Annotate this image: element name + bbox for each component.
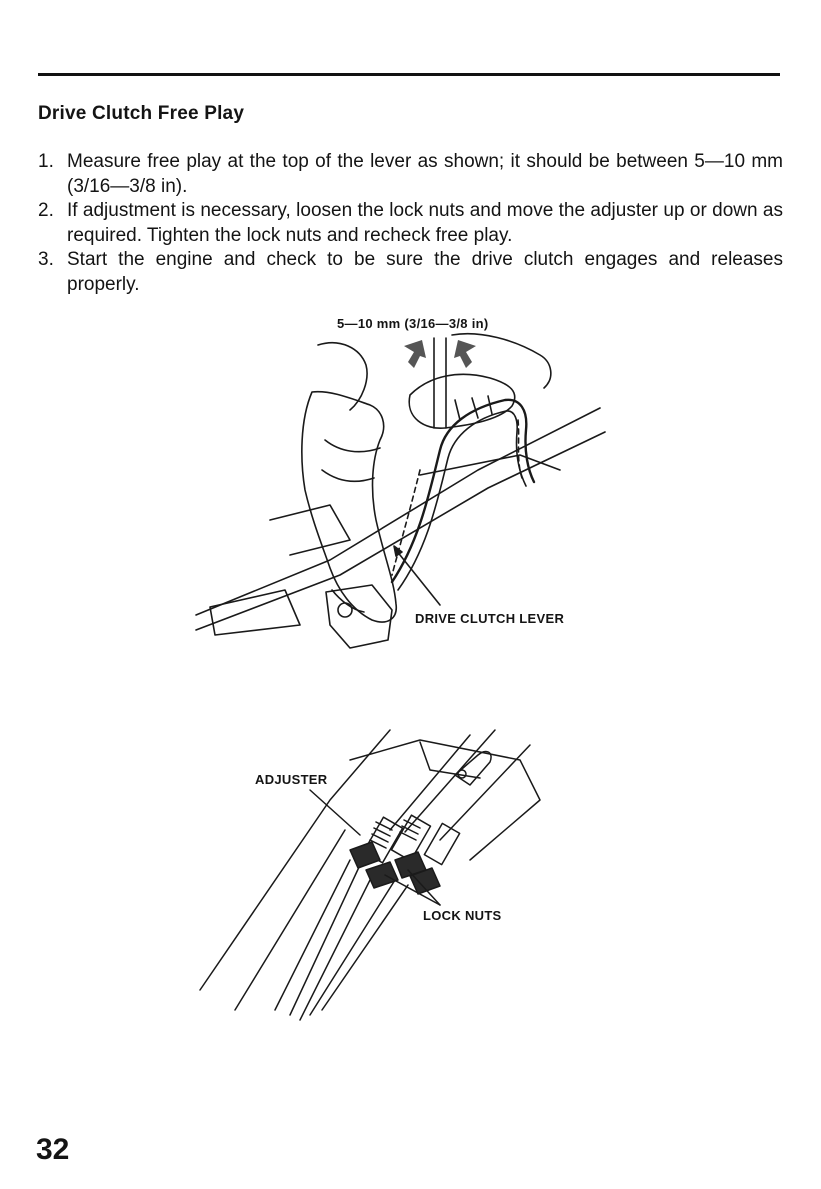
drive-clutch-lever-label: DRIVE CLUTCH LEVER [415,611,565,626]
step-number: 3. [38,249,54,270]
free-play-arrow-right [454,340,476,368]
finger-line [324,439,381,453]
free-play-arrow-left [404,340,426,368]
clevis-end [454,750,492,786]
step-number: 1. [38,151,54,172]
lock-nuts-label-leader [384,874,441,906]
cable-line [274,859,351,1011]
step-item: 1. Measure free play at the top of the l… [38,150,783,199]
drive-clutch-lever [397,410,527,591]
lock-nut [409,867,441,895]
cable-line [309,879,396,1016]
bracket-outline [349,739,541,861]
finger-line [454,395,493,421]
lever-label-leader [395,549,441,606]
page-number: 32 [36,1133,70,1166]
adjuster-label-leader [309,789,361,836]
cable-line [439,744,531,841]
step-item: 3. Start the engine and check to be sure… [38,248,783,297]
frame-tube-line [195,431,606,631]
cable-line [289,864,361,1016]
frame-edge-line [199,729,391,991]
finger-line [321,469,375,483]
clevis-pin [457,769,467,779]
leader-arrowhead [393,545,403,557]
lever-hand [408,373,516,429]
adjuster-body [423,822,461,866]
finger-line [331,589,365,613]
pivot-bolt [337,602,353,618]
step-text: Measure free play at the top of the leve… [67,151,783,197]
section-title: Drive Clutch Free Play [38,103,245,124]
cable-line [321,884,409,1011]
lever-dashed-position [391,469,421,576]
adjuster-label: ADJUSTER [255,772,328,787]
step-number: 2. [38,200,54,221]
cable-line [389,734,471,831]
step-item: 2. If adjustment is necessary, loosen th… [38,199,783,248]
lever-grip-hand [301,390,397,623]
sleeve-outline [451,332,552,389]
lock-nut [365,861,399,889]
adjuster-body [390,814,432,862]
cable-line [404,729,496,833]
frame-edge-line [234,829,346,1011]
frame-tube-line [419,454,561,476]
lock-nuts-label: LOCK NUTS [423,908,502,923]
step-text: Start the engine and check to be sure th… [67,249,783,295]
cable-line [299,869,376,1021]
sleeve-outline [317,341,368,411]
frame-bracket [269,504,351,556]
lock-nut [349,841,381,869]
instruction-steps: 1. Measure free play at the top of the l… [38,150,783,297]
lever-dashed-position [517,419,523,479]
frame-tube-line [195,407,601,616]
bracket-outline [419,741,481,779]
drive-clutch-lever [390,398,536,584]
free-play-label: 5—10 mm (3/16—3/8 in) [337,316,489,331]
frame-bracket [209,589,301,636]
step-text: If adjustment is necessary, loosen the l… [67,200,783,246]
top-rule [38,73,780,76]
handle-block [325,584,393,649]
lock-nuts-label-leader [407,869,441,906]
